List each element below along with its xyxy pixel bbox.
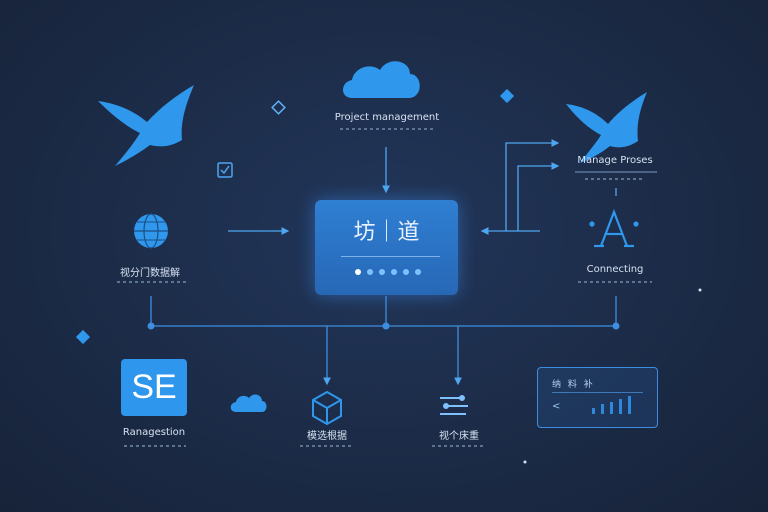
cube-icon — [312, 390, 342, 426]
cube-sublabel — [300, 445, 354, 447]
flow-sublabel — [432, 445, 486, 447]
a-icon — [589, 208, 639, 248]
dot — [355, 269, 361, 275]
panel-bar — [619, 399, 622, 414]
checkbox-icon — [217, 162, 233, 178]
panel-bar — [628, 396, 631, 414]
flow-label: 视个床重 — [439, 431, 479, 442]
panel-bar — [592, 408, 595, 414]
bird-icon — [98, 85, 194, 166]
globe-icon — [134, 213, 168, 249]
se-label: Ranagestion — [122, 427, 186, 438]
hub-divider — [341, 256, 440, 257]
project-label: Project management — [334, 112, 440, 123]
panel-bar — [610, 402, 613, 414]
flow-icon — [440, 395, 468, 415]
star-dot — [523, 460, 527, 464]
hub-page-dots — [355, 269, 421, 275]
dot — [367, 269, 373, 275]
dot — [391, 269, 397, 275]
connecting-label: Connecting — [586, 264, 644, 275]
diamond-icon — [499, 88, 515, 104]
panel-bar — [601, 404, 604, 414]
manage-label: Manage Proses — [577, 155, 653, 166]
left-node-sublabel — [117, 281, 187, 283]
diamond-icon — [271, 100, 286, 115]
cloud-icon — [230, 394, 267, 412]
manage-sublabel — [585, 178, 645, 180]
left-node-label: 视分门数据解 — [120, 268, 180, 279]
hub-title: 坊｜道 — [353, 220, 420, 245]
status-panel[interactable]: 纳 料 补 < — [537, 367, 658, 428]
diamond-icon — [75, 329, 91, 345]
se-sublabel — [124, 445, 186, 447]
dot — [415, 269, 421, 275]
star-dot — [698, 288, 702, 292]
panel-bar-chart — [592, 396, 631, 414]
dot — [379, 269, 385, 275]
connecting-sublabel — [578, 281, 652, 283]
manage-underline — [575, 171, 657, 173]
se-badge[interactable]: SE — [121, 359, 187, 416]
cloud-icon — [343, 61, 420, 98]
dot — [403, 269, 409, 275]
cube-label: 模选根据 — [307, 431, 347, 442]
panel-divider — [552, 392, 643, 393]
panel-back-arrow[interactable]: < — [552, 401, 561, 412]
project-sublabel — [340, 128, 434, 130]
hub-node[interactable]: 坊｜道 — [315, 200, 458, 295]
bird-icon — [566, 92, 647, 163]
panel-header: 纳 料 补 — [552, 380, 595, 390]
